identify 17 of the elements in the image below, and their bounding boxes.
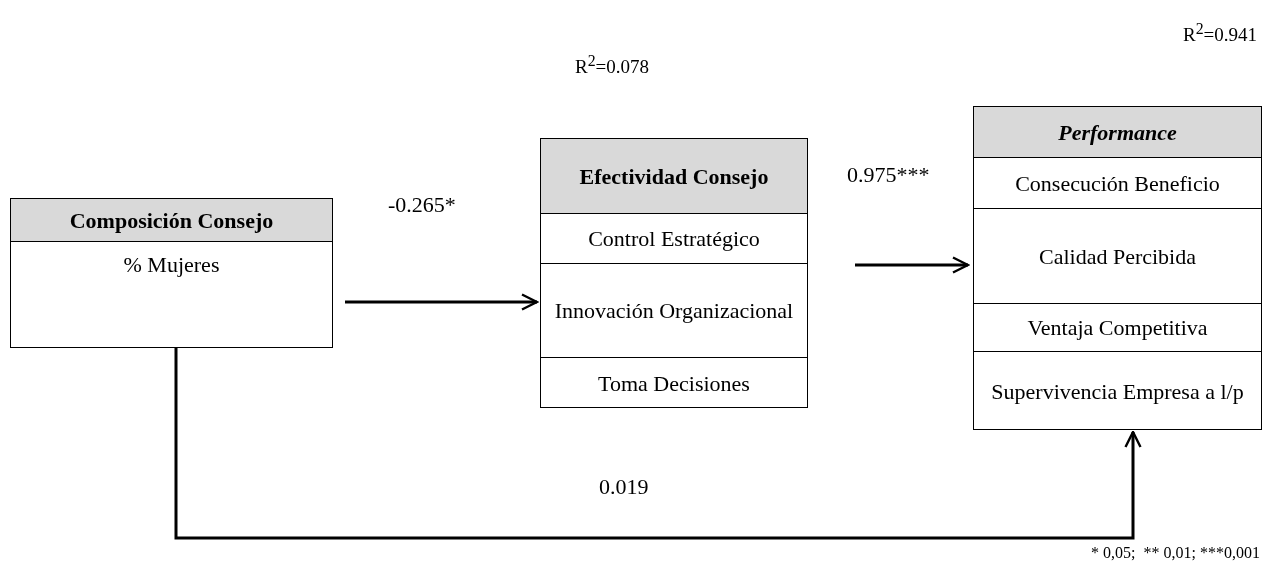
- table-row: Innovación Organizacional: [541, 263, 807, 357]
- table-row: Ventaja Competitiva: [974, 303, 1261, 351]
- arrow: [855, 256, 970, 274]
- table-header: Performance: [974, 107, 1261, 157]
- table-row: Consecución Beneficio: [974, 157, 1261, 208]
- variable-table: [973, 106, 1262, 430]
- arrow: [345, 293, 539, 311]
- table-row: Toma Decisiones: [541, 357, 807, 409]
- table-row: Calidad Percibida: [974, 208, 1261, 303]
- variable-table: [10, 198, 333, 348]
- variable-table: [540, 138, 808, 408]
- table-header: Efectividad Consejo: [541, 139, 807, 213]
- table-row: Supervivencia Empresa a l/p: [974, 351, 1261, 431]
- table-row: % Mujeres: [11, 241, 332, 349]
- table-header: Composición Consejo: [11, 199, 332, 241]
- arrow: [174, 348, 1142, 540]
- table-row: Control Estratégico: [541, 213, 807, 263]
